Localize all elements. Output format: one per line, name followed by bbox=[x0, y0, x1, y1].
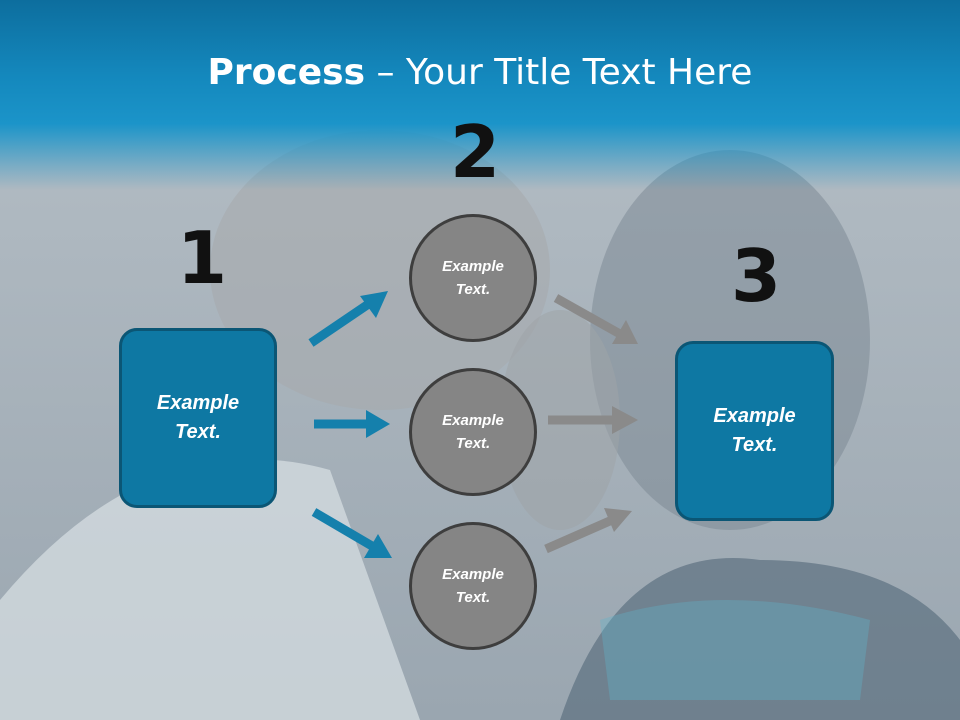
step-3-box: Example Text. bbox=[675, 341, 834, 521]
arrow-2a-to-3-head bbox=[612, 320, 638, 344]
step-2-top-label: Example Text. bbox=[442, 258, 504, 298]
arrow-1-to-2a bbox=[308, 299, 373, 347]
arrow-1-to-2a-head bbox=[360, 291, 388, 318]
step-2-circle-top: Example Text. bbox=[409, 214, 537, 342]
arrow-2b-to-3-head bbox=[612, 406, 638, 434]
step-2-circle-middle: Example Text. bbox=[409, 368, 537, 496]
blue-arrows bbox=[308, 291, 392, 558]
arrow-2a-to-3 bbox=[553, 294, 623, 338]
step-2-middle-label: Example Text. bbox=[442, 412, 504, 452]
slide-title: Process – Your Title Text Here bbox=[0, 52, 960, 93]
title-band bbox=[0, 0, 960, 190]
title-bold: Process bbox=[207, 52, 366, 93]
step-number-3: 3 bbox=[731, 234, 782, 318]
step-3-label: Example Text. bbox=[713, 405, 796, 456]
arrow-1-to-2c-head bbox=[364, 534, 392, 558]
title-rest: – Your Title Text Here bbox=[365, 52, 753, 93]
step-1-label: Example Text. bbox=[156, 392, 240, 443]
step-2-bottom-label: Example Text. bbox=[442, 566, 504, 606]
step-1-box: Example Text. bbox=[119, 328, 277, 508]
arrow-2c-to-3 bbox=[544, 515, 614, 554]
step-number-1: 1 bbox=[177, 216, 228, 300]
arrow-1-to-2b-head bbox=[366, 410, 390, 438]
arrow-2c-to-3-head bbox=[604, 508, 632, 532]
gray-arrows bbox=[544, 294, 638, 554]
step-number-2: 2 bbox=[450, 110, 501, 194]
arrow-1-to-2c bbox=[311, 508, 375, 550]
step-2-circle-bottom: Example Text. bbox=[409, 522, 537, 650]
